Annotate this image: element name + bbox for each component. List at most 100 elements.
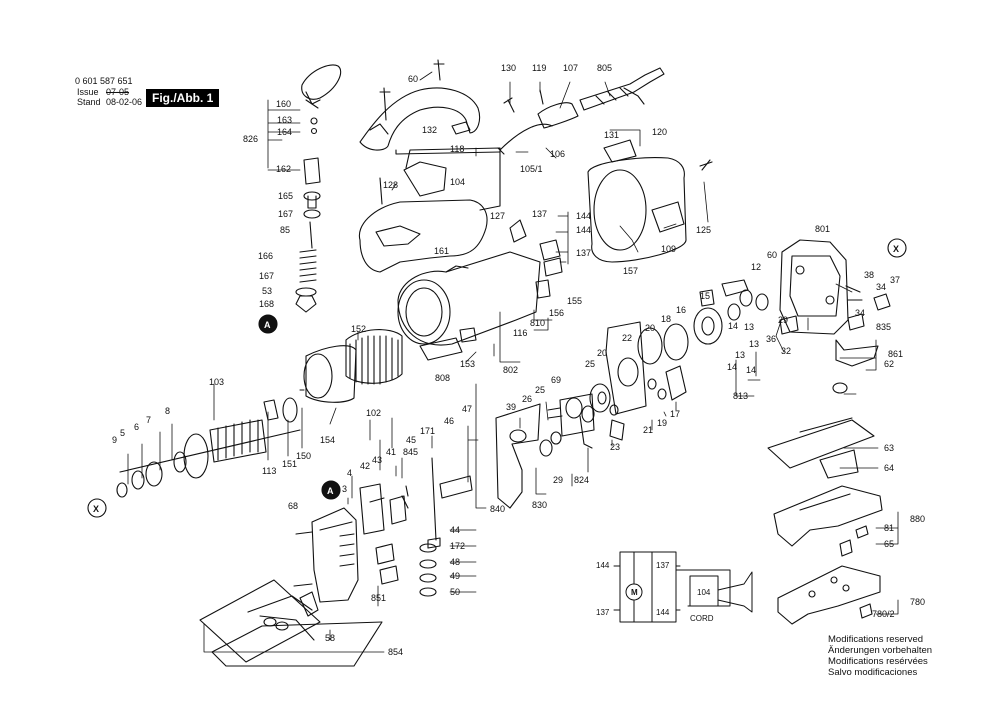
callout-151: 151 — [282, 459, 297, 469]
callout-63: 63 — [884, 443, 894, 453]
modifications-note: Modifications reserved Änderungen vorbeh… — [828, 634, 932, 678]
stand-label: Stand — [77, 97, 101, 107]
callout-137b: 137 — [576, 248, 591, 258]
callout-840: 840 — [490, 504, 505, 514]
callout-154: 154 — [320, 435, 335, 445]
callout-13c: 13 — [749, 339, 759, 349]
callout-805: 805 — [597, 63, 612, 73]
callout-163: 163 — [277, 115, 292, 125]
callout-167b: 167 — [259, 271, 274, 281]
figure-label: Fig./Abb. 1 — [146, 89, 220, 107]
callout-22: 22 — [622, 333, 632, 343]
callout-835: 835 — [876, 322, 891, 332]
gear-train — [589, 239, 891, 416]
callout-119: 119 — [532, 63, 546, 73]
callout-23: 23 — [610, 442, 620, 452]
callout-109: 109 — [661, 244, 676, 254]
callout-880: 880 — [910, 514, 925, 524]
callout-69: 69 — [551, 375, 561, 385]
callout-851: 851 — [371, 593, 386, 603]
issue-label: Issue — [77, 87, 99, 97]
callout-780: 780 — [910, 597, 925, 607]
callout-50: 50 — [450, 587, 460, 597]
callout-830: 830 — [532, 500, 547, 510]
callout-3: 3 — [342, 484, 347, 494]
callout-105-1: 105/1 — [520, 164, 543, 174]
wiring-top-left: 144 — [596, 561, 610, 570]
callout-41: 41 — [386, 447, 396, 457]
callout-128: 128 — [383, 180, 398, 190]
callout-125: 125 — [696, 225, 711, 235]
callout-34-2: 34 — [855, 308, 865, 318]
reference-markers — [87, 238, 907, 518]
callout-157: 157 — [623, 266, 638, 276]
leader-lines — [127, 71, 899, 653]
callout-53: 53 — [262, 286, 272, 296]
callout-26: 26 — [522, 394, 532, 404]
issue-date: 07-05 — [106, 87, 130, 97]
callout-120: 120 — [652, 127, 667, 137]
callout-49: 49 — [450, 571, 460, 581]
callout-7: 7 — [146, 415, 151, 425]
callout-32: 32 — [781, 346, 791, 356]
note-line-en: Modifications reserved — [828, 634, 924, 645]
callout-8: 8 — [165, 406, 170, 416]
ref-x-circle-left — [87, 498, 107, 518]
callout-62: 62 — [884, 359, 894, 369]
callout-153: 153 — [460, 359, 475, 369]
callout-107: 107 — [563, 63, 578, 73]
callout-150: 150 — [296, 451, 311, 461]
callout-15: 15 — [700, 291, 710, 301]
callout-16: 16 — [676, 305, 686, 315]
callout-132: 132 — [422, 125, 437, 135]
callout-808: 808 — [435, 373, 450, 383]
wiring-diagram — [613, 551, 753, 623]
part-number: 0 601 587 651 — [75, 76, 133, 86]
callout-58: 58 — [325, 633, 335, 643]
callout-4: 4 — [347, 468, 352, 478]
callout-68: 68 — [288, 501, 298, 511]
ref-a-lower: A — [327, 486, 334, 496]
callout-824: 824 — [574, 475, 589, 485]
callout-85: 85 — [280, 225, 290, 235]
callout-14b: 14 — [727, 362, 737, 372]
callout-17: 17 — [670, 409, 680, 419]
knob-stack — [295, 99, 321, 313]
callout-6: 6 — [134, 422, 139, 432]
callout-47: 47 — [462, 404, 472, 414]
wiring-bottom-right: 144 — [656, 608, 670, 617]
callout-29b: 29 — [553, 475, 563, 485]
motor-housing — [397, 139, 713, 361]
callout-130: 130 — [501, 63, 516, 73]
callout-20a: 20 — [645, 323, 655, 333]
lower-mechanism — [495, 391, 625, 509]
callout-156: 156 — [549, 308, 564, 318]
callout-165: 165 — [278, 191, 293, 201]
callout-118: 118 — [450, 144, 464, 154]
callout-60a: 60 — [408, 74, 418, 84]
callout-65: 65 — [884, 539, 894, 549]
armature-assembly — [116, 329, 403, 498]
ref-x-left: X — [93, 504, 99, 514]
stand-date: 08-02-06 — [106, 97, 143, 107]
callout-802: 802 — [503, 365, 518, 375]
callout-18: 18 — [661, 314, 671, 324]
note-line-es: Salvo modificaciones — [828, 667, 918, 678]
callout-155: 155 — [567, 296, 582, 306]
callout-801: 801 — [815, 224, 830, 234]
callout-127: 127 — [490, 211, 505, 221]
wiring-motor: M — [631, 588, 638, 597]
note-line-de: Änderungen vorbehalten — [828, 645, 933, 656]
handle-drawing — [301, 59, 665, 155]
callout-45: 45 — [406, 435, 416, 445]
callout-810: 810 — [530, 318, 545, 328]
sole-plates-right — [767, 417, 883, 625]
callout-14c: 14 — [746, 365, 756, 375]
wiring-cord: CORD — [690, 614, 714, 623]
callout-854: 854 — [388, 647, 403, 657]
callout-64: 64 — [884, 463, 894, 473]
note-line-fr: Modifications resérvées — [828, 656, 928, 667]
callout-861: 861 — [888, 349, 903, 359]
callout-25a: 25 — [535, 385, 545, 395]
